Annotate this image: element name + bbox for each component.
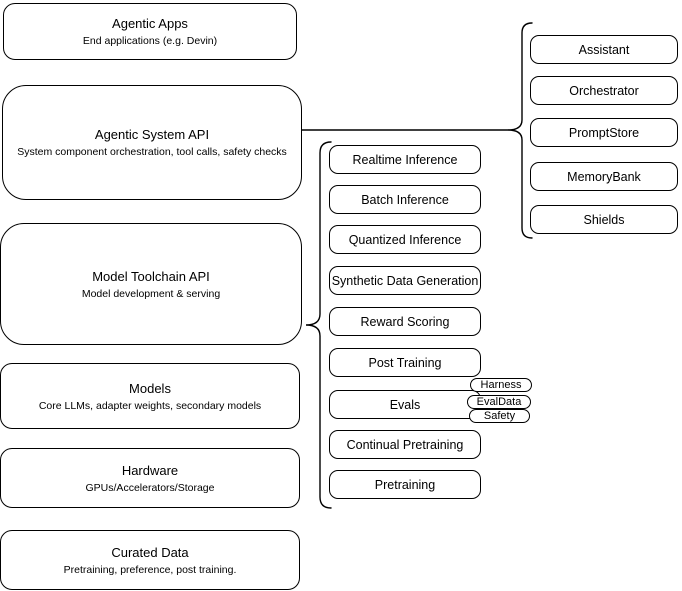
system-box-memorybank: MemoryBank bbox=[530, 162, 678, 191]
toolchain-box-post-training: Post Training bbox=[329, 348, 481, 377]
system-label: PromptStore bbox=[568, 125, 640, 140]
system-box-shields: Shields bbox=[530, 205, 678, 234]
toolchain-box-evals: Evals bbox=[329, 390, 481, 419]
system-label: MemoryBank bbox=[567, 169, 641, 184]
layer-box-model-toolchain-api: Model Toolchain API Model development & … bbox=[0, 223, 302, 345]
toolchain-label: Continual Pretraining bbox=[346, 437, 464, 452]
layer-title: Hardware bbox=[121, 462, 179, 478]
toolchain-label: Batch Inference bbox=[361, 192, 449, 207]
toolchain-label: Reward Scoring bbox=[360, 314, 450, 329]
toolchain-box-continual-pretraining: Continual Pretraining bbox=[329, 430, 481, 459]
toolchain-label: Realtime Inference bbox=[352, 152, 458, 167]
layer-subtitle: Core LLMs, adapter weights, secondary mo… bbox=[38, 399, 262, 412]
toolchain-box-realtime-inference: Realtime Inference bbox=[329, 145, 481, 174]
toolchain-components-brace bbox=[305, 141, 332, 509]
toolchain-label: Evals bbox=[389, 397, 421, 412]
toolchain-label: Quantized Inference bbox=[348, 232, 462, 247]
layer-title: Models bbox=[129, 380, 171, 396]
toolchain-box-quantized-inference: Quantized Inference bbox=[329, 225, 481, 254]
system-label: Orchestrator bbox=[569, 83, 639, 98]
layer-subtitle: End applications (e.g. Devin) bbox=[82, 35, 218, 47]
toolchain-label: Post Training bbox=[368, 355, 442, 370]
eval-tag-label: Safety bbox=[483, 410, 516, 422]
system-label: Assistant bbox=[578, 42, 630, 57]
eval-tag-harness: Harness bbox=[470, 378, 532, 392]
layer-title: Curated Data bbox=[111, 544, 189, 560]
system-box-promptstore: PromptStore bbox=[530, 118, 678, 147]
system-label: Shields bbox=[583, 212, 625, 227]
toolchain-box-batch-inference: Batch Inference bbox=[329, 185, 481, 214]
layer-title: Agentic System API bbox=[94, 127, 210, 142]
layer-box-models: Models Core LLMs, adapter weights, secon… bbox=[0, 363, 300, 429]
eval-tag-evaldata: EvalData bbox=[467, 395, 531, 409]
eval-tag-safety: Safety bbox=[469, 409, 530, 423]
layer-title: Model Toolchain API bbox=[92, 268, 210, 284]
layer-box-agentic-system-api: Agentic System API System component orch… bbox=[2, 85, 302, 200]
layer-subtitle: System component orchestration, tool cal… bbox=[17, 146, 287, 158]
eval-tag-label: Harness bbox=[480, 379, 522, 391]
layer-subtitle: GPUs/Accelerators/Storage bbox=[85, 481, 215, 494]
system-box-assistant: Assistant bbox=[530, 35, 678, 64]
layer-title: Agentic Apps bbox=[112, 16, 188, 31]
eval-tag-label: EvalData bbox=[476, 396, 522, 408]
toolchain-box-pretraining: Pretraining bbox=[329, 470, 481, 499]
system-components-brace bbox=[507, 22, 533, 239]
layer-box-curated-data: Curated Data Pretraining, preference, po… bbox=[0, 530, 300, 590]
toolchain-box-synthetic-data-generation: Synthetic Data Generation bbox=[329, 266, 481, 295]
toolchain-label: Pretraining bbox=[374, 477, 436, 492]
layer-box-hardware: Hardware GPUs/Accelerators/Storage bbox=[0, 448, 300, 508]
layer-subtitle: Pretraining, preference, post training. bbox=[63, 563, 237, 576]
system-box-orchestrator: Orchestrator bbox=[530, 76, 678, 105]
layer-subtitle: Model development & serving bbox=[81, 287, 221, 300]
layer-box-agentic-apps: Agentic Apps End applications (e.g. Devi… bbox=[3, 3, 297, 60]
toolchain-label: Synthetic Data Generation bbox=[331, 273, 479, 288]
toolchain-box-reward-scoring: Reward Scoring bbox=[329, 307, 481, 336]
